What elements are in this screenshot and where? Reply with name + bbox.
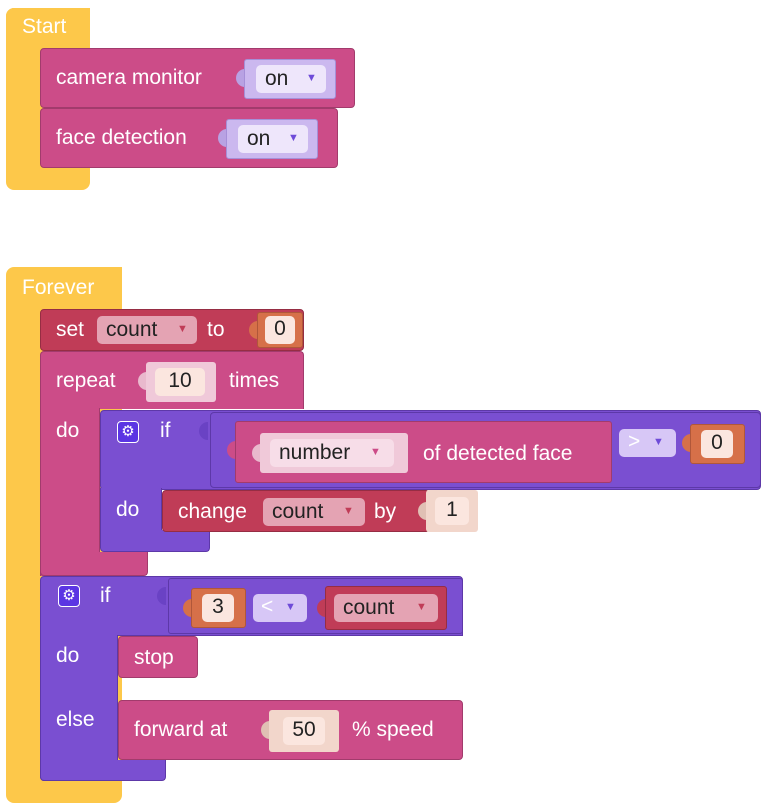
input-notch: [157, 587, 166, 605]
to-label: to: [207, 318, 225, 341]
face-detection-label: face detection: [56, 126, 187, 149]
outer-operator-dropdown[interactable]: < ▼: [253, 594, 307, 622]
input-notch: [682, 434, 691, 452]
dropdown-arrow-icon: ▼: [416, 601, 427, 613]
face-detection-block[interactable]: face detection on ▼: [40, 108, 338, 168]
outer-left-value-field[interactable]: 3: [202, 594, 234, 622]
repeat-block-foot: [40, 552, 148, 576]
dropdown-arrow-icon: ▼: [306, 72, 317, 84]
camera-value-slot: on ▼: [244, 59, 336, 99]
input-notch: [252, 444, 261, 462]
dropdown-arrow-icon: ▼: [370, 446, 381, 458]
inner-if-foot: [100, 530, 210, 552]
dropdown-arrow-icon: ▼: [653, 436, 664, 448]
camera-monitor-block[interactable]: camera monitor on ▼: [40, 48, 355, 108]
stop-block[interactable]: stop: [118, 636, 198, 678]
speed-field[interactable]: 50: [283, 717, 325, 745]
change-variable-dropdown[interactable]: count ▼: [263, 498, 365, 526]
repeat-block-arm: [40, 408, 100, 576]
set-variable-dropdown[interactable]: count ▼: [97, 316, 197, 344]
outer-if-arm: [40, 635, 118, 781]
else-label: else: [56, 708, 95, 731]
dropdown-arrow-icon: ▼: [177, 323, 188, 335]
repeat-times-slot: 10: [146, 362, 216, 402]
input-notch: [418, 502, 427, 520]
repeat-do-label: do: [56, 419, 80, 442]
number-slot: number ▼: [260, 433, 408, 473]
dropdown-arrow-icon: ▼: [288, 132, 299, 144]
gear-icon[interactable]: ⚙: [117, 421, 139, 443]
repeat-label: repeat: [56, 369, 116, 392]
set-label: set: [56, 318, 85, 341]
input-notch: [249, 321, 258, 339]
compare-operator-dropdown[interactable]: > ▼: [619, 429, 676, 457]
compare-value-field[interactable]: 0: [701, 430, 733, 458]
repeat-count-field[interactable]: 10: [155, 368, 205, 396]
detected-face-label: of detected face: [423, 442, 573, 465]
speed-unit-label: % speed: [352, 718, 434, 741]
by-label: by: [374, 500, 397, 523]
forward-block[interactable]: forward at 50 % speed: [118, 700, 463, 760]
detected-face-block[interactable]: number ▼ of detected face: [235, 421, 612, 483]
speed-slot: 50: [269, 710, 339, 752]
change-value-field[interactable]: 1: [435, 497, 469, 525]
forward-label: forward at: [134, 718, 228, 741]
repeat-block[interactable]: repeat 10 times: [40, 351, 304, 409]
set-variable-block[interactable]: set count ▼ to 0: [40, 309, 304, 351]
outer-compare-block: 3 < ▼ count ▼: [168, 578, 463, 634]
camera-monitor-dropdown[interactable]: on ▼: [256, 65, 326, 93]
change-label: change: [178, 500, 247, 523]
compare-value-block: 0: [690, 424, 745, 464]
input-notch: [218, 129, 227, 147]
face-detection-dropdown[interactable]: on ▼: [238, 125, 308, 153]
inner-if-label: if: [160, 419, 171, 442]
change-value-slot: 1: [426, 490, 478, 532]
camera-monitor-label: camera monitor: [56, 66, 202, 89]
input-notch: [199, 422, 208, 440]
outer-right-variable-dropdown[interactable]: count ▼: [334, 594, 438, 622]
outer-left-value-block: 3: [191, 588, 246, 628]
inner-do-label: do: [116, 498, 140, 521]
forever-label: Forever: [22, 276, 95, 299]
input-notch: [317, 599, 326, 617]
input-notch: [138, 372, 147, 390]
set-value-block: 0: [257, 312, 303, 348]
stop-label: stop: [134, 646, 174, 669]
outer-if-foot: [40, 760, 166, 781]
times-label: times: [229, 369, 280, 392]
input-notch: [236, 69, 245, 87]
change-variable-block[interactable]: change count ▼ by: [162, 490, 430, 532]
number-dropdown[interactable]: number ▼: [270, 439, 394, 467]
input-notch: [183, 599, 192, 617]
dropdown-arrow-icon: ▼: [343, 505, 354, 517]
outer-do-label: do: [56, 644, 80, 667]
compare-block: number ▼ of detected face > ▼ 0: [210, 412, 761, 488]
outer-if-label: if: [100, 584, 111, 607]
input-notch: [261, 721, 270, 739]
input-notch: [227, 441, 236, 459]
outer-right-variable-block: count ▼: [325, 586, 447, 630]
face-value-slot: on ▼: [226, 119, 318, 159]
gear-icon[interactable]: ⚙: [58, 585, 80, 607]
dropdown-arrow-icon: ▼: [285, 601, 296, 613]
start-label: Start: [22, 15, 67, 38]
set-value-field[interactable]: 0: [265, 316, 295, 344]
start-block-hat: [6, 8, 90, 50]
